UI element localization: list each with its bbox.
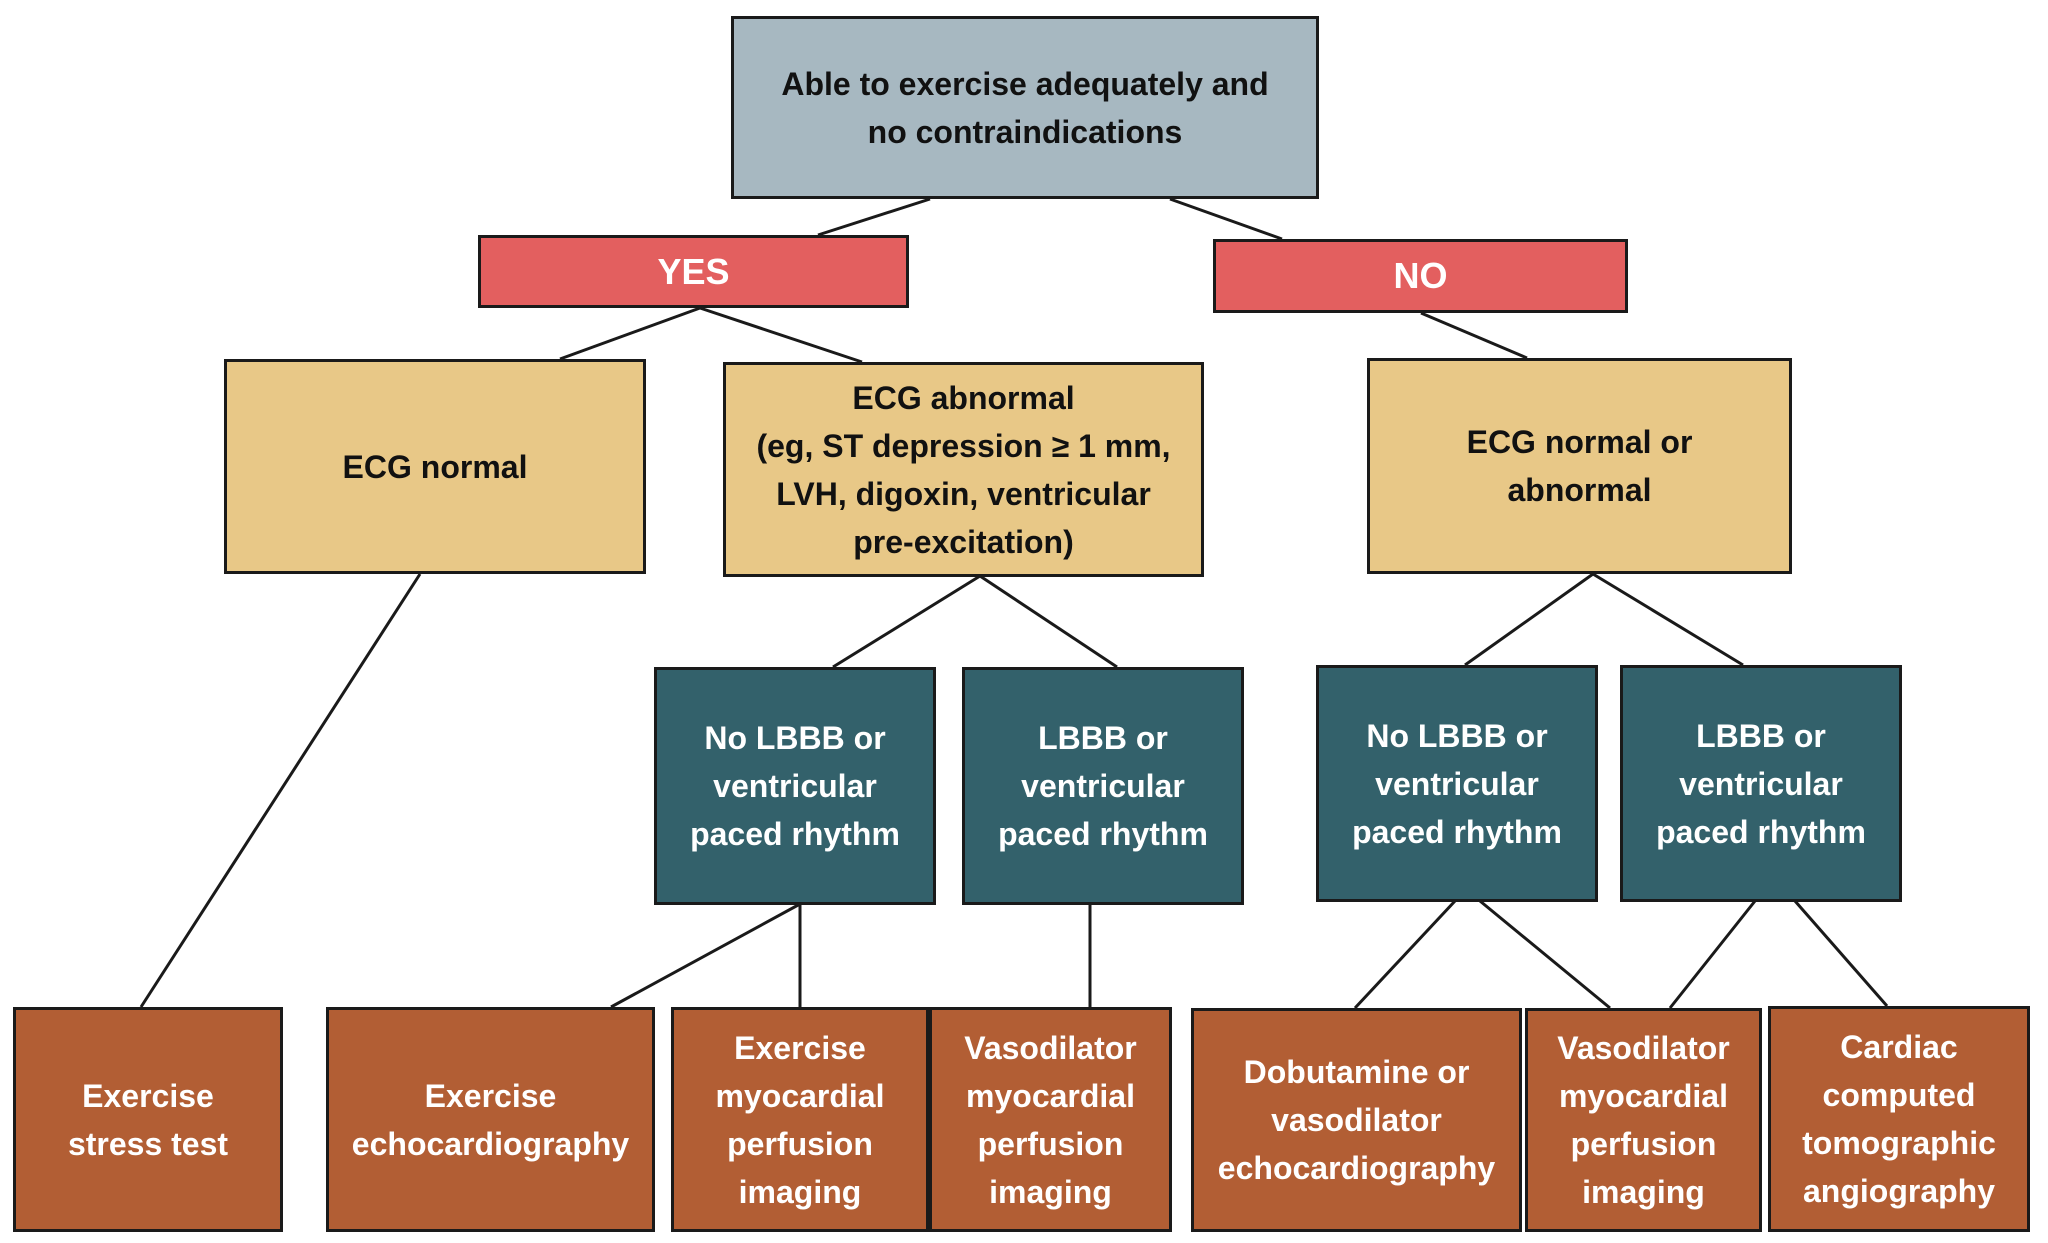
connector <box>1464 572 1594 667</box>
yes-decision-box: YES <box>478 235 909 308</box>
root-question-box: Able to exercise adequately and no contr… <box>731 16 1319 199</box>
yes-lbbb-box: LBBB or ventricular paced rhythm <box>962 667 1244 905</box>
ecg-normal-box: ECG normal <box>224 359 646 574</box>
connector <box>832 574 981 669</box>
connector <box>1353 899 1457 1010</box>
exercise-stress-test-box: Exercise stress test <box>13 1007 283 1232</box>
connector <box>1479 899 1611 1010</box>
vasodilator-mpi-box-1: Vasodilator myocardial perfusion imaging <box>929 1007 1172 1232</box>
no-lbbb-box: LBBB or ventricular paced rhythm <box>1620 665 1902 902</box>
dobutamine-echocardiography-box: Dobutamine or vasodilator echocardiograp… <box>1191 1008 1522 1232</box>
no-decision-box: NO <box>1213 239 1628 313</box>
connector <box>1793 900 1889 1007</box>
ecg-abnormal-box: ECG abnormal (eg, ST depression ≥ 1 mm, … <box>723 362 1204 577</box>
connector <box>559 306 701 361</box>
connector <box>610 902 801 1009</box>
yes-no-lbbb-box: No LBBB or ventricular paced rhythm <box>654 667 936 905</box>
connector <box>1420 311 1528 360</box>
no-no-lbbb-box: No LBBB or ventricular paced rhythm <box>1316 665 1598 902</box>
connector <box>1169 197 1283 241</box>
ecg-normal-or-abnormal-box: ECG normal or abnormal <box>1367 358 1792 574</box>
exercise-mpi-box: Exercise myocardial perfusion imaging <box>671 1007 929 1232</box>
connector <box>817 197 931 237</box>
connector <box>699 306 863 364</box>
cardiac-cta-box: Cardiac computed tomographic angiography <box>1768 1006 2030 1232</box>
connector <box>1592 572 1744 667</box>
vasodilator-mpi-box-2: Vasodilator myocardial perfusion imaging <box>1525 1008 1762 1232</box>
connector <box>1668 900 1757 1009</box>
exercise-echocardiography-box: Exercise echocardiography <box>326 1007 655 1232</box>
connector <box>139 573 422 1008</box>
connector <box>979 574 1118 669</box>
